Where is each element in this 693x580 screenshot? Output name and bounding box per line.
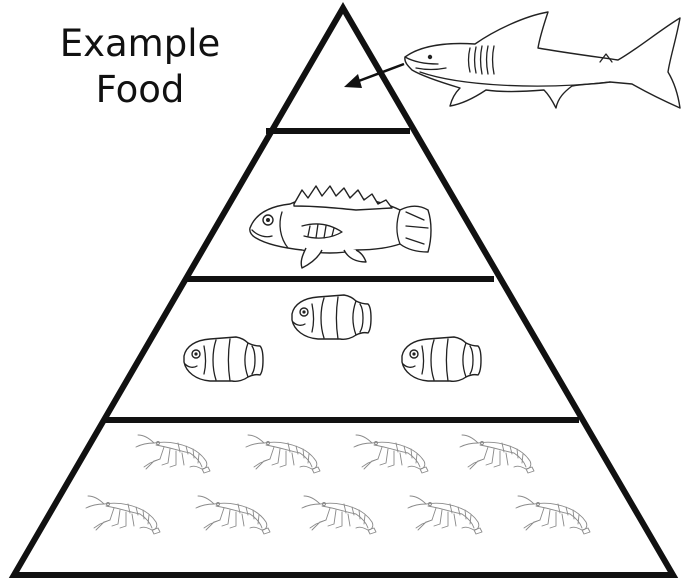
shrimp-icon bbox=[136, 435, 210, 473]
shrimp-group bbox=[86, 435, 590, 534]
angelfish-icon bbox=[402, 337, 481, 381]
shrimp-icon bbox=[408, 496, 482, 534]
shrimp-icon bbox=[302, 496, 376, 534]
arrow-icon bbox=[344, 64, 404, 88]
shrimp-icon bbox=[246, 435, 320, 473]
shrimp-icon bbox=[86, 496, 160, 534]
shark-icon bbox=[405, 12, 680, 108]
rockfish-icon bbox=[250, 186, 431, 268]
angelfish-group bbox=[184, 295, 481, 381]
shrimp-icon bbox=[516, 496, 590, 534]
angelfish-icon bbox=[184, 337, 263, 381]
angelfish-icon bbox=[292, 295, 371, 339]
shrimp-icon bbox=[196, 496, 270, 534]
title-line-2: Food bbox=[96, 68, 185, 111]
shrimp-icon bbox=[460, 435, 534, 473]
shrimp-icon bbox=[354, 435, 428, 473]
title-line-1: Example bbox=[60, 22, 221, 65]
